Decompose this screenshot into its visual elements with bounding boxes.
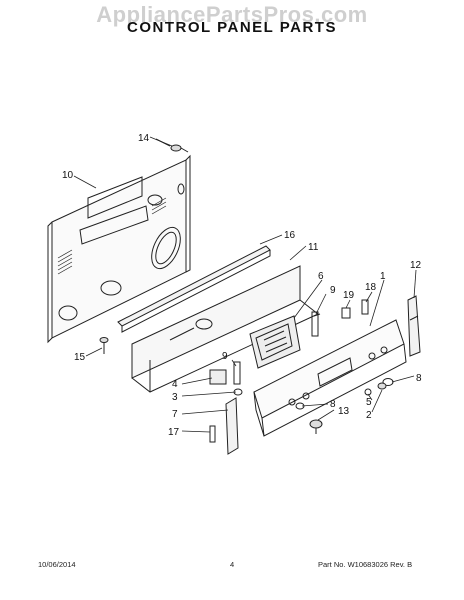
screw-part-15: [99, 337, 109, 354]
callout-1: 1: [380, 271, 386, 282]
callout-14: 14: [138, 133, 150, 144]
washer-part-5: [364, 388, 372, 396]
callout-6: 6: [318, 271, 324, 282]
end-cap-part: [225, 397, 239, 455]
side-bracket-part: [407, 295, 421, 357]
callout-13: 13: [338, 406, 350, 417]
callout-11: 11: [308, 242, 319, 253]
callout-10: 10: [62, 170, 74, 181]
footer-part-info: Part No. W10683026 Rev. B: [318, 560, 413, 569]
callout-2: 2: [366, 410, 372, 421]
knob-part-13: [309, 419, 323, 434]
page-title: CONTROL PANEL PARTS: [127, 19, 337, 36]
screw-part-14: [155, 138, 189, 153]
callout-9-lower: 9: [222, 351, 228, 362]
callout-8-right: 8: [416, 373, 422, 384]
callout-19: 19: [343, 290, 355, 301]
rotary-switch-part-4: [209, 369, 227, 385]
callout-17: 17: [168, 427, 180, 438]
callout-9-upper: 9: [330, 285, 336, 296]
footer-page-number: 4: [230, 560, 235, 569]
callout-5: 5: [366, 397, 372, 408]
clip-part-19: [341, 307, 351, 319]
watermark: AppliancePartsPros.com: [96, 2, 368, 27]
switch-part-9-lower: [233, 361, 241, 385]
clip-part-17: [209, 425, 216, 443]
rear-panel-part: [47, 154, 191, 344]
callout-16: 16: [284, 230, 296, 241]
callout-12: 12: [410, 260, 422, 271]
trim-strip-part: [117, 245, 271, 333]
callout-4: 4: [172, 379, 178, 390]
callout-3: 3: [172, 392, 178, 403]
callout-8-lower: 8: [330, 399, 336, 410]
leader-lines: [73, 136, 417, 433]
callout-15: 15: [74, 352, 86, 363]
control-board-part: [249, 315, 301, 369]
footer-date: 10/06/2014: [38, 560, 76, 569]
callout-7: 7: [172, 409, 178, 420]
clip-part-18: [361, 299, 369, 315]
knob-part-2: [377, 382, 387, 390]
callout-18: 18: [365, 282, 377, 293]
switch-part-9-upper: [311, 311, 321, 337]
control-bracket-part: [131, 265, 319, 393]
console-part: [253, 319, 407, 437]
